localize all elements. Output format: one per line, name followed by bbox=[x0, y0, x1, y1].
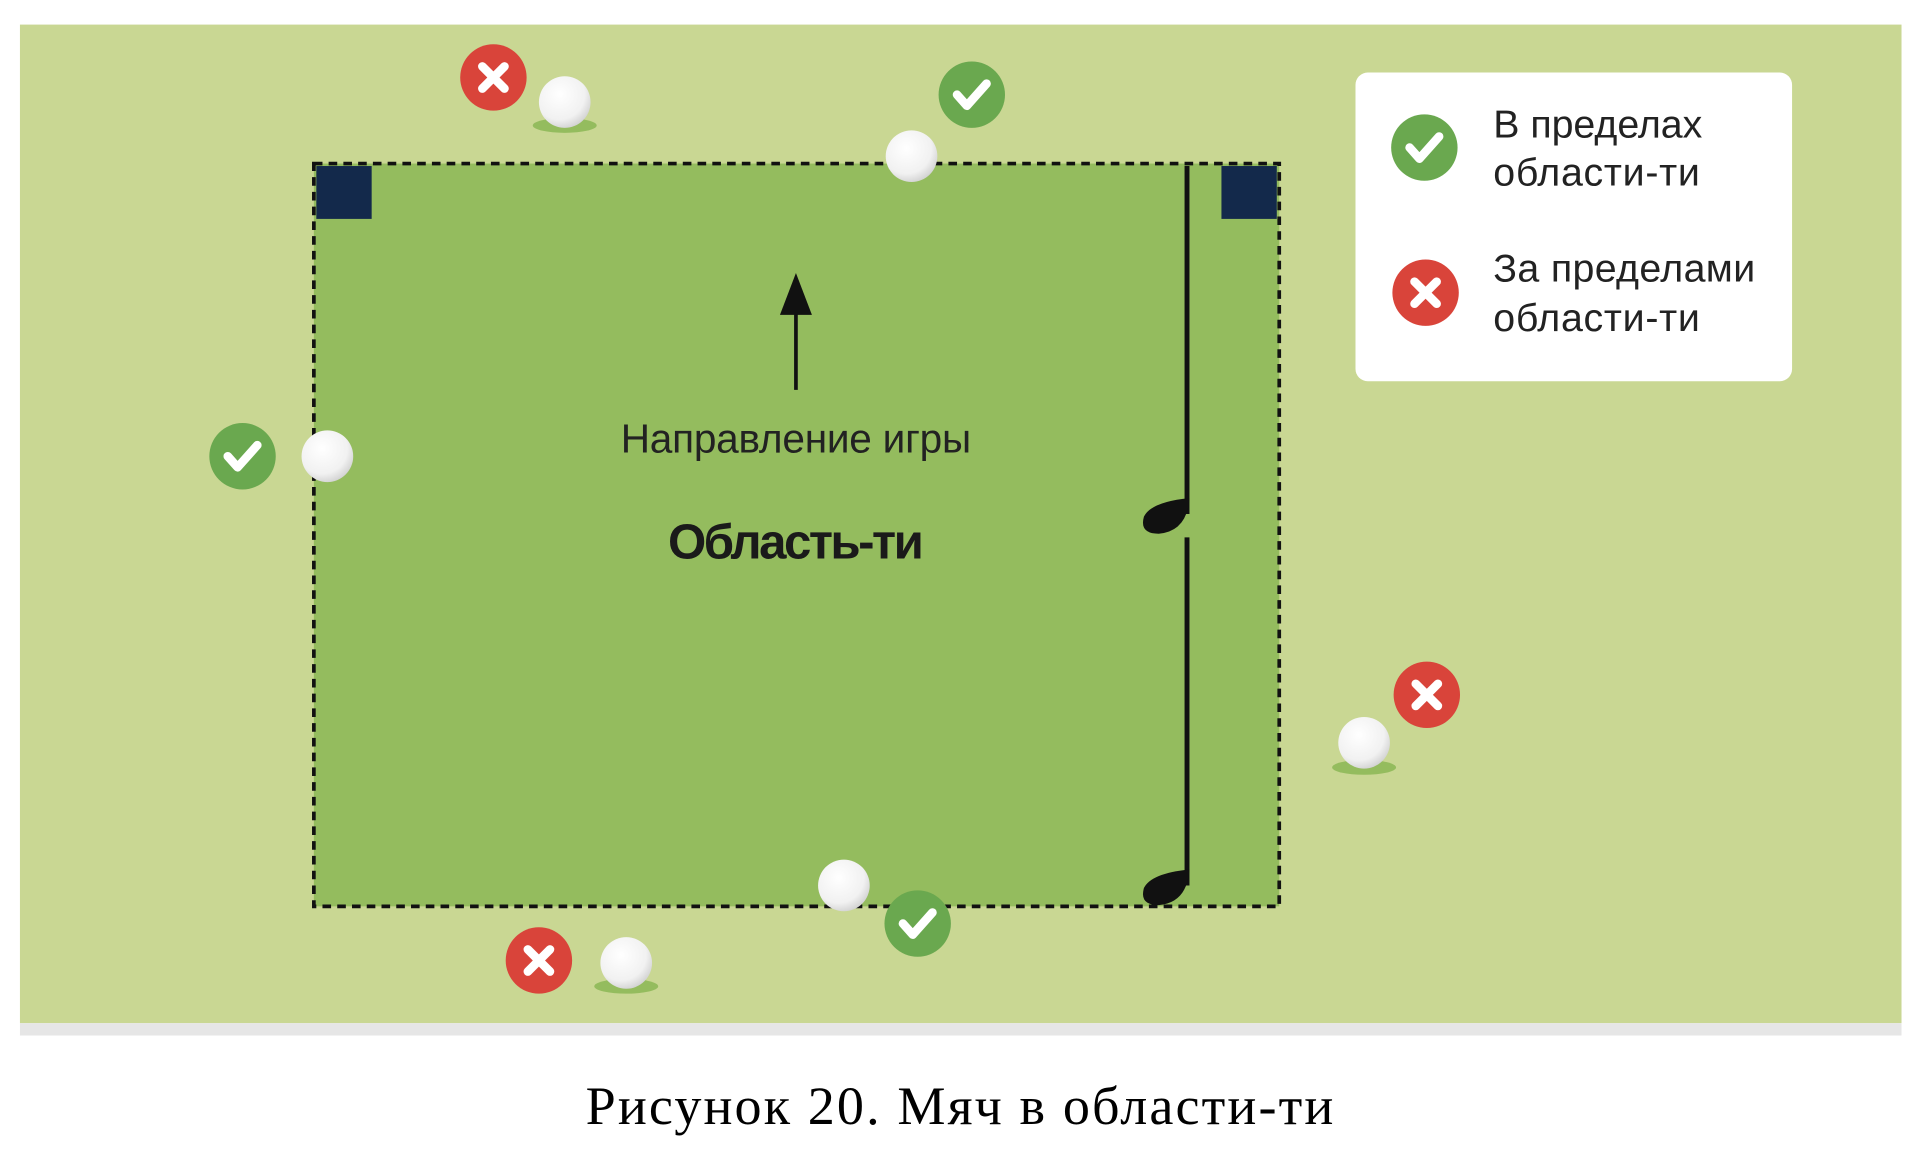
golf-ball bbox=[301, 430, 354, 483]
golf-ball bbox=[1338, 716, 1390, 769]
golf-ball bbox=[885, 130, 938, 183]
legend-inside-line2: области-ти bbox=[1493, 151, 1700, 195]
golf-ball bbox=[600, 937, 653, 989]
golf-ball bbox=[818, 859, 870, 912]
legend-inside-line1: В пределах bbox=[1493, 103, 1702, 147]
check-icon bbox=[939, 61, 1005, 127]
direction-label: Направление игры bbox=[621, 416, 971, 462]
legend-outside-line2: области-ти bbox=[1493, 296, 1700, 340]
check-icon bbox=[209, 423, 275, 489]
check-icon bbox=[1391, 114, 1457, 180]
figure-caption: Рисунок 20. Мяч в области-ти bbox=[586, 1076, 1334, 1136]
legend: В пределах области-ти За пределами облас… bbox=[1355, 72, 1793, 382]
divider bbox=[19, 1023, 1902, 1036]
legend-outside-line1: За пределами bbox=[1493, 247, 1755, 291]
club-length-icon bbox=[1142, 166, 1190, 906]
area-label: Область-ти bbox=[668, 514, 924, 569]
tee-marker-right bbox=[1221, 166, 1277, 219]
cross-icon bbox=[1392, 259, 1458, 325]
tee-marker-left bbox=[316, 166, 372, 219]
cross-icon bbox=[1394, 662, 1460, 728]
golf-ball bbox=[538, 76, 591, 128]
check-icon bbox=[884, 890, 950, 956]
cross-icon bbox=[460, 44, 526, 110]
cross-icon bbox=[506, 927, 572, 993]
direction-arrow-icon bbox=[779, 273, 812, 390]
